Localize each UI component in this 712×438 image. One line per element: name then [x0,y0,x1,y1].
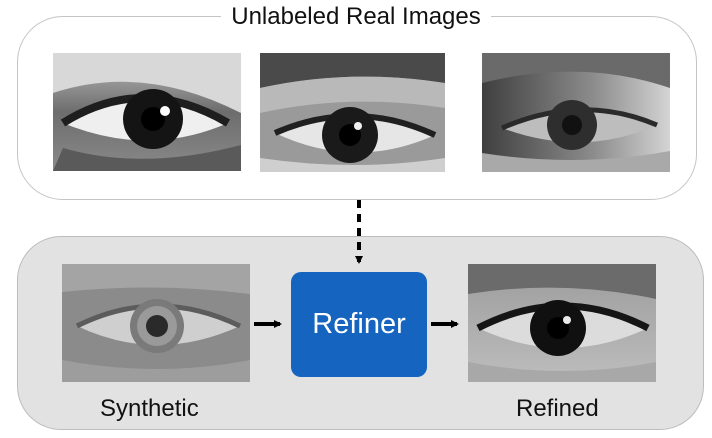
synthetic-eye-image [62,264,250,382]
real-eye-image-2 [260,53,445,172]
real-eye-image-3 [482,53,670,172]
refined-label: Refined [516,395,599,422]
refiner-box: Refiner [291,272,427,377]
real-images-title: Unlabeled Real Images [0,3,712,31]
real-eye-image-1 [53,53,241,171]
refined-eye-image [468,264,656,382]
refiner-label: Refiner [312,308,406,340]
synthetic-label: Synthetic [100,395,199,422]
